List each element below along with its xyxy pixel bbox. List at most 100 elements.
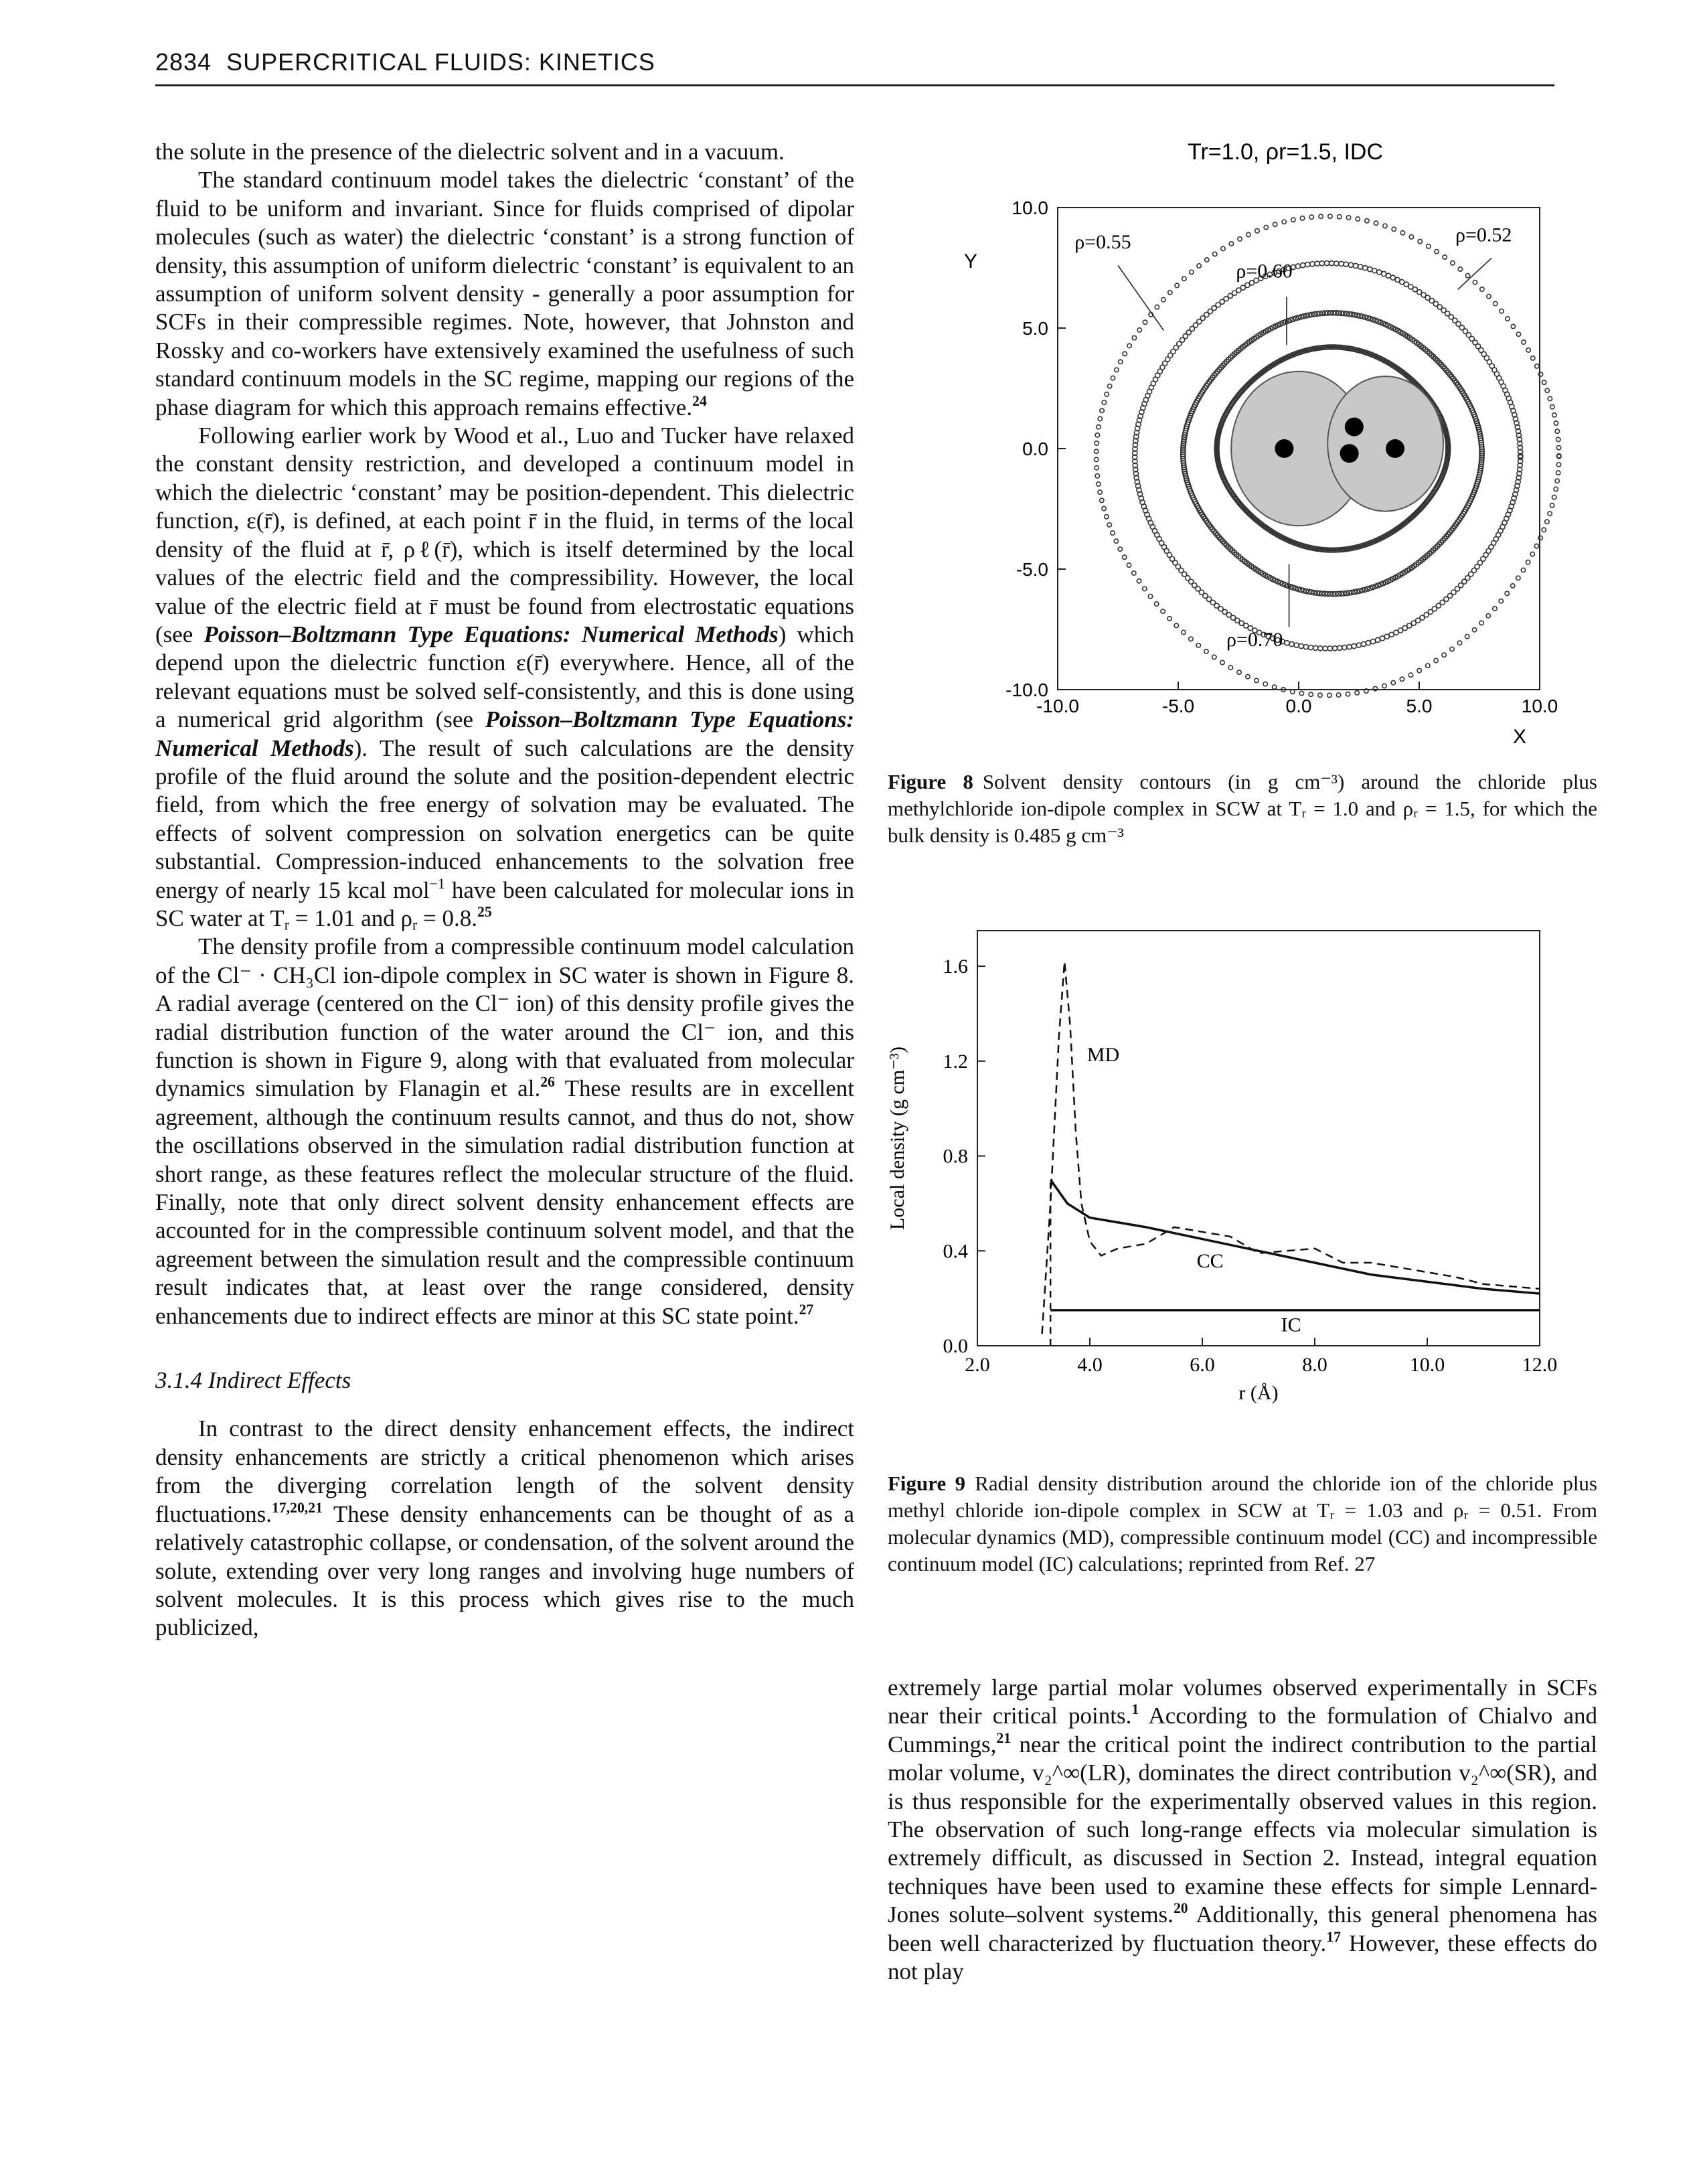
contour-point — [1332, 344, 1339, 350]
contour-point — [1498, 598, 1504, 604]
x-tick-label: 8.0 — [1302, 1354, 1327, 1376]
contour-point — [1475, 343, 1481, 349]
contour-point — [1172, 560, 1178, 566]
contour-point — [1479, 287, 1485, 293]
contour-point — [1101, 400, 1107, 406]
contour-point — [1336, 645, 1343, 651]
contour-point — [1117, 546, 1123, 552]
contour-point — [1427, 609, 1434, 615]
contour-point — [1464, 633, 1470, 639]
y-tick-label: 0.8 — [943, 1146, 969, 1168]
contour-point — [1289, 689, 1295, 695]
contour-point — [1211, 654, 1217, 660]
y-tick-label: -5.0 — [1016, 559, 1048, 580]
left-paragraph-3: Following earlier work by Wood et al., L… — [155, 422, 855, 933]
contour-point — [1203, 648, 1209, 654]
contour-point — [1547, 511, 1553, 517]
contour-point — [1228, 240, 1234, 246]
contour-point — [1354, 690, 1360, 696]
contour-point — [1314, 260, 1320, 267]
x-tick-label: -10.0 — [1036, 696, 1079, 716]
contour-point — [1359, 587, 1366, 594]
contour-point — [1293, 315, 1299, 321]
contour-point — [1372, 583, 1378, 590]
contour-point — [1554, 428, 1560, 435]
contour-point — [1093, 457, 1099, 463]
contour-point — [1467, 571, 1474, 577]
contour-point — [1333, 309, 1339, 316]
contour-point — [1538, 372, 1544, 378]
contour-point — [1483, 355, 1490, 362]
contour-point — [1437, 304, 1443, 310]
contour-point — [1134, 425, 1141, 432]
contour-point — [1425, 243, 1431, 249]
contour-point — [1160, 297, 1166, 303]
contour-point — [1331, 645, 1338, 651]
contour-point — [1517, 458, 1524, 465]
contour-point — [1425, 295, 1431, 301]
contour-label: ρ=0.55 — [1074, 231, 1131, 253]
contour-point — [1154, 304, 1160, 310]
contour-point — [1410, 620, 1417, 627]
contour-point — [1341, 644, 1348, 651]
contour-point — [1297, 587, 1304, 593]
contour-point — [1343, 590, 1350, 597]
running-title: SUPERCRITICAL FLUIDS: KINETICS — [226, 48, 655, 76]
y-tick-label: 1.2 — [943, 1050, 969, 1073]
density-region-right — [1327, 376, 1444, 512]
contour-point — [1195, 586, 1201, 592]
contour-point — [1170, 348, 1176, 355]
contour-point — [1244, 282, 1250, 289]
contour-point — [1332, 591, 1339, 597]
y-tick-label: 1.6 — [943, 955, 969, 978]
contour-point — [1362, 314, 1368, 321]
contour-point — [1133, 433, 1139, 440]
contour-point — [1113, 538, 1119, 544]
contour-point — [1103, 514, 1109, 520]
solute-atom — [1386, 439, 1404, 458]
contour-point — [1465, 272, 1471, 279]
contour-point — [1356, 588, 1363, 595]
contour-point — [1451, 317, 1458, 323]
cross-reference-link[interactable]: Poisson–Boltzmann Type Equations: Numeri… — [155, 706, 855, 761]
contour-point — [1326, 692, 1332, 698]
left-column: the solute in the presence of the dielec… — [155, 138, 854, 1642]
contour-point — [1097, 489, 1103, 495]
contour-point — [1357, 313, 1363, 319]
contour-point — [1340, 590, 1347, 597]
contour-point — [1329, 591, 1336, 597]
cross-reference-link[interactable]: Poisson–Boltzmann Type Equations: Numeri… — [204, 621, 779, 647]
contour-point — [1390, 680, 1396, 686]
section-heading: 3.1.4 Indirect Effects — [155, 1367, 351, 1394]
contour-point — [1338, 260, 1344, 267]
contour-point — [1309, 214, 1315, 220]
contour-point — [1104, 391, 1110, 397]
contour-point — [1131, 570, 1137, 576]
contour-point — [1131, 458, 1138, 465]
contour-point — [1236, 670, 1242, 676]
contour-point — [1127, 343, 1133, 349]
contour-point — [1198, 589, 1205, 596]
contour-point — [1255, 228, 1261, 234]
contour-point — [1234, 617, 1240, 624]
contour-point — [1399, 676, 1405, 682]
x-tick-label: 10.0 — [1522, 696, 1558, 716]
contour-point — [1175, 563, 1182, 570]
contour-point — [1309, 260, 1315, 267]
contour-point — [1117, 359, 1123, 365]
contour-point — [1305, 589, 1312, 595]
contour-point — [1364, 218, 1370, 224]
contour-point — [1538, 535, 1544, 541]
contour-point — [1516, 441, 1523, 447]
contour-point — [1319, 591, 1325, 597]
contour-point — [1137, 327, 1143, 333]
contour-point — [1331, 344, 1337, 350]
contour-point — [1182, 333, 1189, 339]
contour-point — [1113, 367, 1119, 373]
contour-point — [1094, 465, 1100, 471]
contour-point — [1317, 310, 1323, 317]
contour-point — [1348, 262, 1354, 268]
contour-point — [1372, 686, 1378, 692]
